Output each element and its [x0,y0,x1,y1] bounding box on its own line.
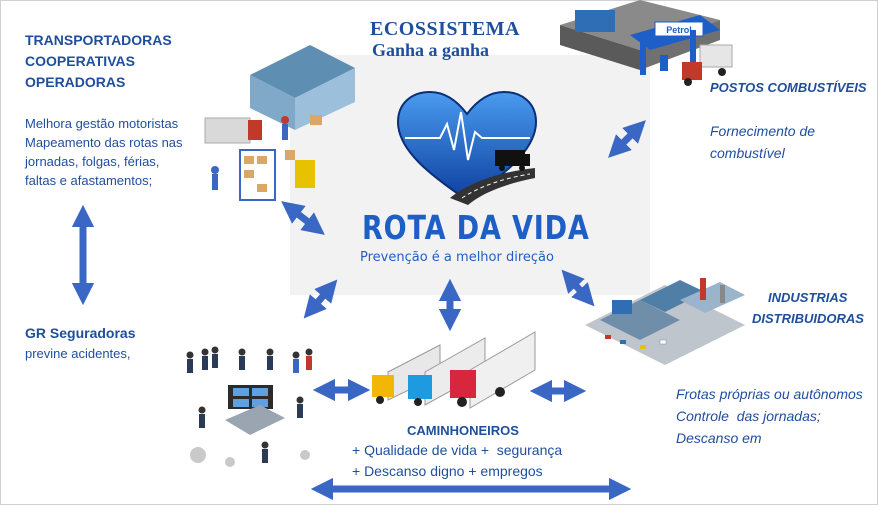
logo-title: ROTA DA VIDA [362,208,590,247]
transportadoras-desc-1: Melhora gestão motoristas [25,116,179,131]
logo-subtitle: Prevenção é a melhor direção [360,250,554,265]
header-title: ECOSSISTEMA [370,18,520,40]
truck-silhouette-icon [495,150,530,171]
industrias-desc-2: Controle das jornadas; [676,408,821,424]
caminhoneiros-title: CAMINHONEIROS [407,423,519,438]
arrow-center-industria [561,269,595,307]
gas-station-illustration: Petrol [560,0,733,86]
industrias-desc-1: Frotas próprias ou autônomos [676,386,863,402]
transportadoras-title-2: COOPERATIVAS [25,53,135,69]
arrow-warehouse-center [281,201,325,235]
transportadoras-desc-4: faltas e afastamentos; [25,173,153,188]
postos-desc-2: combustível [710,145,785,161]
caminhoneiros-desc-1: + Qualidade de vida + segurança [352,442,563,458]
seguradoras-desc: previne acidentes, [25,346,131,361]
seguradoras-title: GR Seguradoras [25,325,136,341]
industry-illustration [585,278,745,365]
trucks-illustration [372,331,536,409]
heart-icon [396,90,538,202]
control-room-illustration [186,346,313,467]
transportadoras-desc-3: jornadas, folgas, férias, [25,154,160,169]
transportadoras-title-1: TRANSPORTADORAS [25,32,172,48]
arrow-center-controlroom [303,279,338,319]
postos-title: POSTOS COMBUSTÍVEIS [710,80,867,95]
road-icon [450,168,535,205]
industrias-desc-3: Descanso em [676,430,762,446]
caminhoneiros-desc-2: + Descanso digno + empregos [352,463,543,479]
petrol-sign: Petrol [666,25,692,35]
warehouse-illustration [204,45,355,201]
transportadoras-title-3: OPERADORAS [25,74,126,90]
arrow-postos-center [608,120,646,158]
postos-desc-1: Fornecimento de [710,123,816,139]
industrias-title-2: DISTRIBUIDORAS [752,311,864,326]
transportadoras-desc-2: Mapeamento das rotas nas [25,135,183,150]
header-subtitle: Ganha a ganha [372,40,490,60]
industrias-title-1: INDUSTRIAS [768,290,848,305]
